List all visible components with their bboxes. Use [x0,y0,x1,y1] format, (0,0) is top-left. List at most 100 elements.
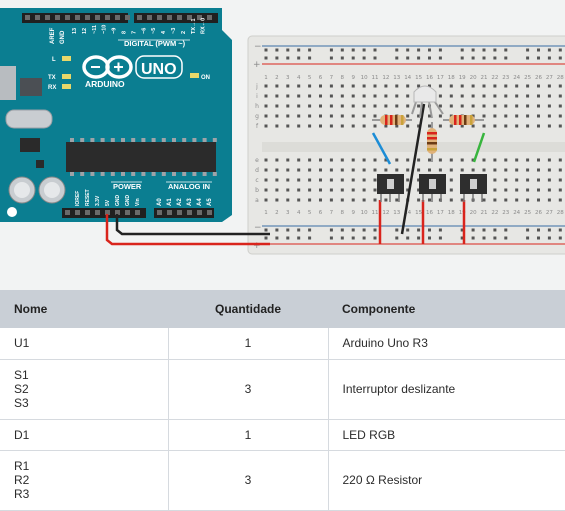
rgb-led[interactable] [411,85,444,119]
cell-quantity: 3 [167,450,329,511]
usb-port [0,66,16,100]
slide-switch-s3[interactable] [460,174,487,202]
digital-pin-label: ~10 [102,25,108,34]
led-tx-indicator [62,74,71,79]
column-number: 13 [393,210,400,216]
regulator [36,160,44,168]
column-number: 21 [481,210,488,216]
resistor-r2[interactable] [427,122,437,162]
column-number: 8 [341,75,345,81]
power-pin-label: RESET [85,189,91,206]
power-pin-label: 3.3V [95,195,101,206]
column-number: 21 [481,75,488,81]
digital-pin-label: 4 [161,30,167,34]
column-number: 28 [557,210,564,216]
digital-pin-label: ~6 [141,28,147,34]
column-number: 5 [308,210,312,216]
column-number: 2 [275,75,279,81]
atmega-chip [66,142,216,172]
mount-hole [7,207,17,217]
power-pin-label: GND [115,195,121,207]
slide-switch-s2[interactable] [419,174,446,202]
column-number: 15 [415,75,422,81]
analog-label: ANALOG IN [168,182,210,191]
analog-pin-label: A3 [187,198,193,206]
cell-quantity: 1 [167,328,329,360]
header-quantity[interactable]: Quantidade [168,290,328,328]
power-pin-header [65,210,212,215]
column-number: 9 [351,75,355,81]
digital-pin-label: ~11 [92,25,98,34]
column-number: 10 [361,75,368,81]
table-row: D1 1 LED RGB [0,419,565,451]
led-tx-label: TX [48,75,56,81]
ref-designator: S2 [14,382,29,396]
rail-plus-label-top: + [253,60,261,70]
column-number: 12 [382,75,389,81]
table-row: U1 1 Arduino Uno R3 [0,328,565,360]
ic-chip-small [20,78,42,96]
ref-designator: S3 [14,396,29,410]
row-letter: i [256,93,258,100]
header-component[interactable]: Componente [328,290,565,328]
column-number: 17 [437,75,444,81]
resistor-r3[interactable] [443,115,484,125]
rail-plus-label-bottom: + [253,241,261,251]
column-number: 14 [404,210,411,216]
digital-pin-label: 13 [72,28,78,34]
wire-led-gnd-black[interactable] [400,103,426,235]
column-number: 2 [275,210,279,216]
power-pin-label: Vin [135,198,141,206]
ref-designator: R1 [14,459,30,473]
slide-switch-s1[interactable] [377,174,404,202]
wire-blue[interactable] [371,132,392,165]
column-number: 6 [319,210,323,216]
column-number: 18 [448,75,455,81]
digital-pin-label: 2 [181,31,187,34]
uno-badge [135,55,183,79]
header-name[interactable]: Nome [0,290,168,328]
digital-pin-label: RX←0 [201,18,207,34]
analog-pin-label: A2 [177,198,183,206]
wire-gnd-black[interactable] [115,214,270,236]
resistor-r1[interactable] [372,115,412,125]
power-pin-label: IOREF [75,191,81,206]
column-number: 20 [470,210,477,216]
digital-pin-label: ~9 [112,28,118,34]
column-number: 3 [286,210,290,216]
led-l-label: L [52,57,56,63]
column-number: 14 [404,75,411,81]
column-number: 4 [297,75,301,81]
cell-names: S1 S2 S3 [0,359,168,420]
power-pin-label: 5V [105,199,111,206]
led-on-label: ON [201,75,210,81]
column-number: 13 [393,75,400,81]
aref-label: AREF [50,27,56,44]
wire-green[interactable] [472,132,486,163]
row-letter: c [255,177,258,184]
reset-button[interactable] [20,138,40,152]
column-number: 19 [459,75,466,81]
gnd-label: GND [60,30,66,44]
components-table: Nome Quantidade Componente U1 1 Arduino … [0,290,565,511]
column-number: 18 [448,210,455,216]
column-number: 19 [459,210,466,216]
power-pin-label: GND [125,195,131,207]
digital-pin-label: ~5 [151,28,157,34]
wire-5v-red[interactable] [105,214,270,246]
column-number: 26 [535,75,542,81]
column-number: 20 [470,75,477,81]
analog-pin-label: A4 [197,198,203,206]
column-number: 12 [382,210,389,216]
arduino-model-label: UNO [141,61,177,78]
rail-minus-label-bottom: − [254,223,262,233]
row-letter: a [255,197,259,204]
column-number: 27 [546,75,553,81]
column-number: 16 [426,210,433,216]
column-number: 23 [502,210,509,216]
